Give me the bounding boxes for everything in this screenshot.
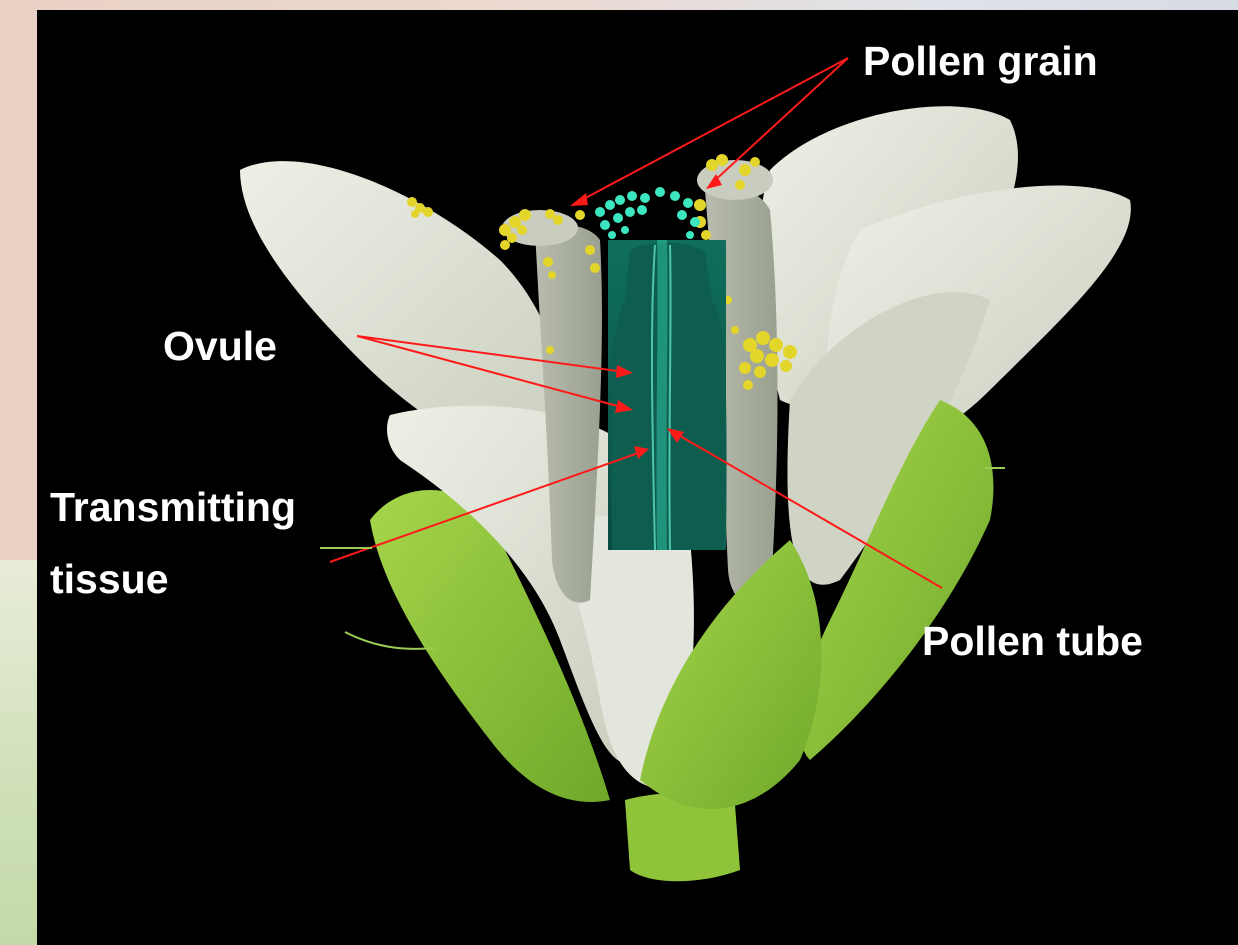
label-pollen-grain: Pollen grain — [863, 37, 1098, 85]
stigma-pollen — [595, 187, 700, 239]
label-ovule: Ovule — [163, 322, 277, 370]
label-tissue: tissue — [50, 555, 169, 603]
label-pollen-tube: Pollen tube — [922, 617, 1143, 665]
transmitting-tract — [661, 240, 662, 550]
label-transmitting: Transmitting — [50, 483, 296, 531]
